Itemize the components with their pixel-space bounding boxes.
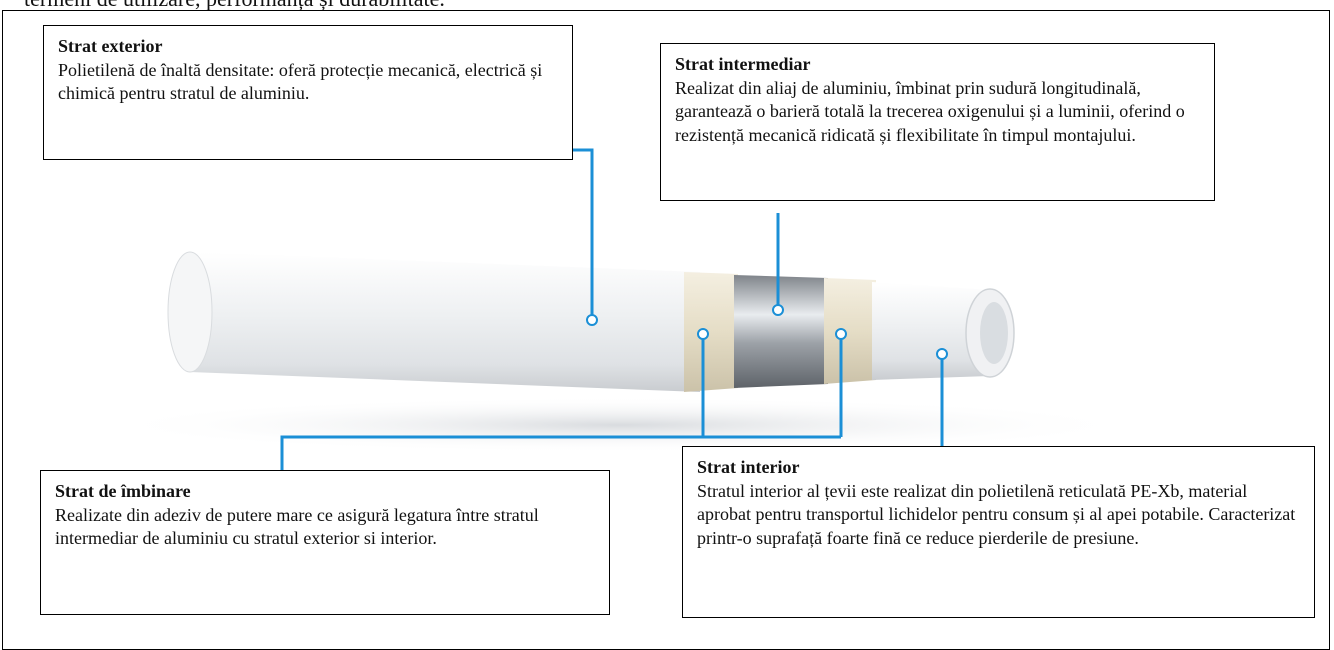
- aluminium-layer: [734, 275, 828, 388]
- label-intermediate-title: Strat intermediar: [675, 54, 811, 74]
- label-inner-title: Strat interior: [697, 457, 800, 477]
- pipe-diagram: [100, 148, 1140, 470]
- label-intermediate-body: Realizat din aliaj de aluminiu, îmbinat …: [675, 78, 1185, 145]
- label-intermediate-layer: Strat intermediar Realizat din aliaj de …: [660, 43, 1215, 201]
- inner-layer: [872, 282, 990, 380]
- marker-intermediate: [772, 304, 784, 316]
- label-bonding-title: Strat de îmbinare: [55, 481, 191, 501]
- label-bonding-body: Realizate din adeziv de putere mare ce a…: [55, 505, 539, 549]
- adhesive-layer-right: [824, 278, 876, 384]
- outer-layer-end: [167, 251, 213, 373]
- leader-outer: [573, 148, 594, 320]
- label-outer-layer: Strat exterior Polietilenă de înaltă den…: [43, 25, 573, 160]
- adhesive-layer-left: [684, 272, 738, 392]
- inner-layer-bore: [980, 302, 1008, 364]
- leader-bonding: [280, 334, 843, 470]
- label-outer-body: Polietilenă de înaltă densitate: oferă p…: [58, 60, 543, 104]
- label-inner-body: Stratul interior al țevii este realizat …: [697, 481, 1296, 548]
- marker-outer: [586, 314, 598, 326]
- label-outer-title: Strat exterior: [58, 36, 163, 56]
- label-inner-layer: Strat interior Stratul interior al țevii…: [682, 446, 1315, 618]
- pipe-shadow: [100, 397, 1140, 453]
- marker-bonding-right: [835, 328, 847, 340]
- marker-inner: [936, 348, 948, 360]
- marker-bonding-left: [697, 328, 709, 340]
- label-bonding-layer: Strat de îmbinare Realizate din adeziv d…: [40, 470, 610, 615]
- outer-layer: [168, 252, 700, 392]
- top-text: termeni de utilizare, performanță și dur…: [24, 0, 445, 12]
